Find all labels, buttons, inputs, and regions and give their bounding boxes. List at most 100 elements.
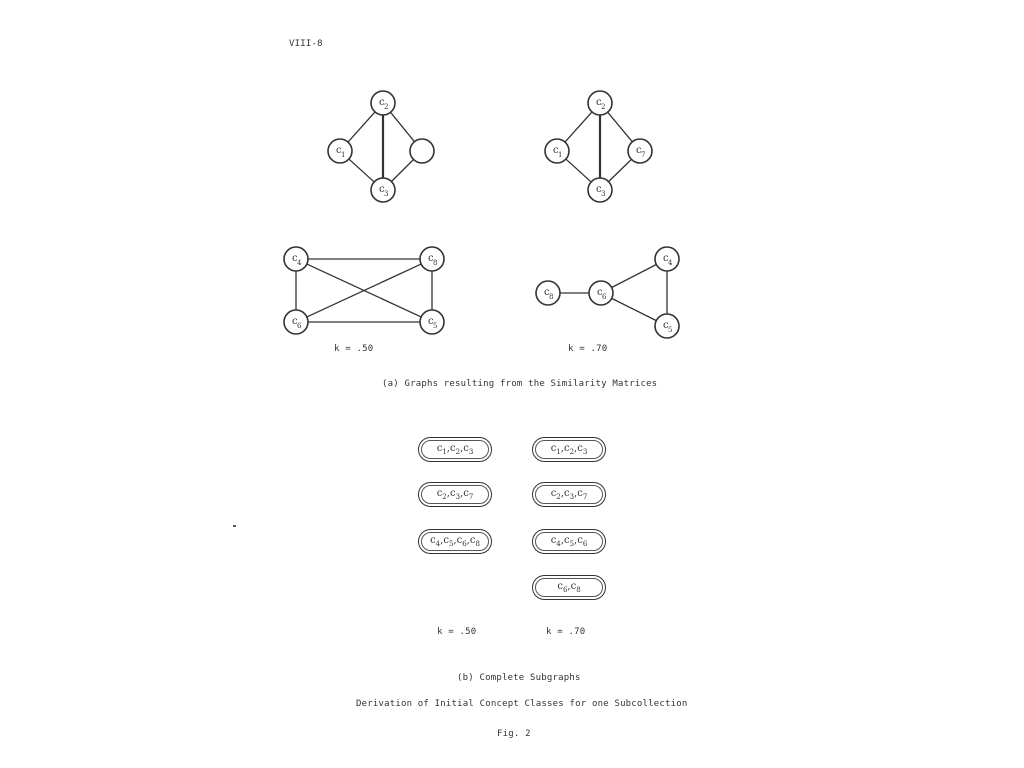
node-label: c: [292, 253, 298, 264]
node-circle: [370, 90, 396, 116]
node-circle: [544, 138, 570, 164]
subgraph-pill: c4,c5,c6: [532, 529, 606, 554]
node-subscript: 4: [297, 259, 302, 267]
edge-c8-c6: [306, 263, 422, 318]
node-label: c: [597, 287, 603, 298]
subgraph-pill: c6,c8: [532, 575, 606, 600]
node-label: c: [379, 97, 385, 108]
node-label: c: [663, 320, 669, 331]
node-circle: [419, 309, 445, 335]
subgraph-pill: c1,c2,c3: [532, 437, 606, 462]
node-subscript: 4: [668, 259, 673, 267]
node-label: c: [596, 97, 602, 108]
k-label-a-50: k = .50: [334, 344, 374, 354]
subgraph-pill: c2,c3,c7: [418, 482, 492, 507]
node-subscript: 7: [641, 151, 645, 159]
node-circle: [419, 246, 445, 272]
node-circle: [327, 138, 353, 164]
edge-c6-c4: [611, 263, 657, 289]
node-circle: [654, 313, 680, 339]
node-subscript: 8: [549, 293, 553, 301]
subgraph-members: c2,c3,c7: [436, 488, 474, 501]
page-id: VIII-8: [289, 39, 323, 49]
node-subscript: 5: [668, 326, 672, 334]
edge-c7-c3: [608, 158, 632, 183]
node-circle: [535, 280, 561, 306]
node-label: c: [636, 145, 642, 156]
caption-b: (b) Complete Subgraphs: [457, 673, 581, 683]
node-label: c: [663, 253, 669, 264]
k-label-b-70: k = .70: [546, 627, 586, 637]
k-label-b-50: k = .50: [437, 627, 477, 637]
edge-c6-c5: [611, 297, 657, 322]
node-c7: [409, 138, 435, 164]
edge-c2-c1: [347, 111, 376, 143]
node-label: c: [544, 287, 550, 298]
node-label: c: [379, 184, 385, 195]
edge-c2-c7: [390, 111, 415, 143]
subgraph-pill: c4,c5,c6,c8: [418, 529, 492, 554]
subgraph-pill: c2,c3,c7: [532, 482, 606, 507]
edge-c2-c7: [607, 111, 633, 143]
k-label-a-70: k = .70: [568, 344, 608, 354]
subgraph-members: c4,c5,c6,c8: [430, 535, 480, 548]
node-circle: [627, 138, 653, 164]
node-subscript: 3: [384, 190, 388, 198]
caption-a: (a) Graphs resulting from the Similarity…: [382, 379, 658, 389]
node-label: c: [596, 184, 602, 195]
subgraph-pill: c1,c2,c3: [418, 437, 492, 462]
node-circle: [283, 246, 309, 272]
node-subscript: 5: [433, 322, 437, 330]
edge-c1-c3: [565, 158, 592, 183]
node-subscript: 8: [433, 259, 437, 267]
subgraph-members: c6,c8: [557, 581, 581, 594]
figure-number: Fig. 2: [497, 729, 531, 739]
edge-c7-c3: [391, 159, 414, 182]
subgraph-members: c1,c2,c3: [436, 443, 474, 456]
node-label: c: [428, 316, 434, 327]
node-subscript: 6: [297, 322, 302, 330]
subgraph-members: c2,c3,c7: [550, 488, 588, 501]
node-label: c: [428, 253, 434, 264]
node-circle: [654, 246, 680, 272]
node-circle: [370, 177, 396, 203]
node-subscript: 6: [602, 293, 607, 301]
node-circle: [588, 280, 614, 306]
node-label: c: [553, 145, 559, 156]
node-subscript: 3: [601, 190, 605, 198]
edge-c1-c3: [348, 158, 375, 183]
figure-title: Derivation of Initial Concept Classes fo…: [356, 699, 688, 709]
node-subscript: 2: [384, 103, 388, 111]
edge-c2-c1: [564, 111, 593, 143]
subgraph-members: c1,c2,c3: [550, 443, 588, 456]
node-subscript: 1: [558, 151, 562, 159]
node-label: c: [336, 145, 342, 156]
node-label: c: [292, 316, 298, 327]
node-circle: [587, 177, 613, 203]
node-subscript: 1: [341, 151, 345, 159]
stray-mark: [233, 525, 236, 527]
subgraph-members: c4,c5,c6: [550, 535, 588, 548]
node-circle: [409, 138, 435, 164]
